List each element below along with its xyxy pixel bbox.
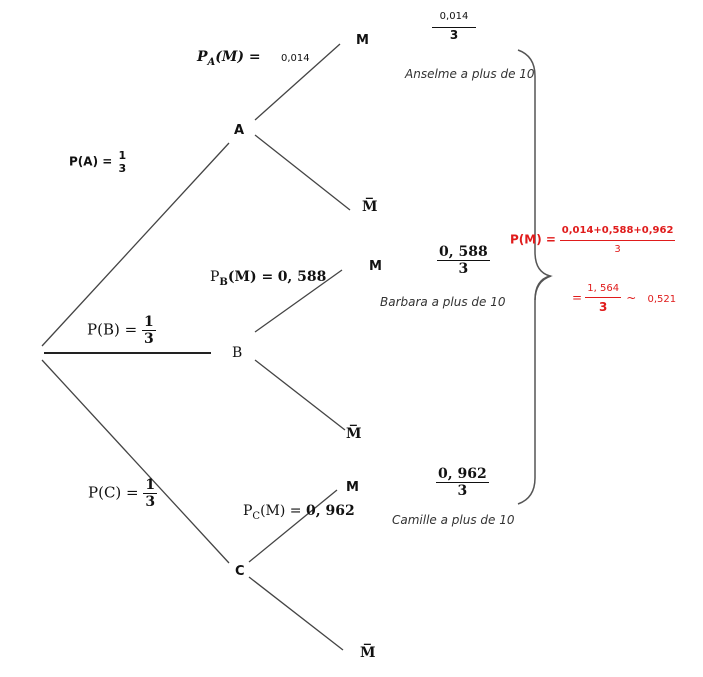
- fraction-denominator: 3: [437, 260, 490, 276]
- label-p-a: P(A) = 1 3: [69, 150, 128, 174]
- pa-m-symbol: P: [197, 49, 208, 65]
- total-fraction-2: 1, 564 3: [585, 283, 622, 313]
- brace-lower: [517, 275, 552, 505]
- pa-m-subscript: A: [207, 56, 216, 68]
- total-result: = 1, 564 3 ~ 0,521: [572, 283, 677, 314]
- node-c: C: [235, 564, 245, 579]
- pb-m-subscript: B: [219, 276, 228, 288]
- node-c-mbar: M̅: [360, 645, 376, 661]
- pa-m-paren: (M) =: [215, 49, 261, 65]
- label-p-b-fraction: 1 3: [141, 314, 156, 347]
- fraction-denominator: 3: [432, 27, 476, 41]
- fraction-numerator: 1: [118, 149, 127, 162]
- node-a-mbar: M̅: [362, 199, 378, 215]
- branch-a-m: [254, 43, 341, 121]
- label-p-a-text: P(A) =: [69, 154, 113, 169]
- branch-root-a: [41, 142, 230, 347]
- total-equals: =: [572, 290, 583, 305]
- node-c-m: M: [346, 480, 359, 495]
- label-p-b: P(B) = 1 3: [87, 315, 156, 346]
- pb-m-paren: (M) =: [227, 269, 274, 285]
- outcome-c-caption: Camille a plus de 10: [392, 513, 515, 527]
- branch-root-c: [41, 359, 230, 564]
- label-p-b-text: P(B) =: [87, 320, 138, 339]
- label-pb-m: PB(M) = 0, 588: [210, 270, 326, 288]
- fraction-denominator: 3: [141, 330, 156, 347]
- fraction-numerator: 0,014: [439, 11, 469, 22]
- label-p-c: P(C) = 1 3: [88, 477, 158, 510]
- total-label: P(M) =: [510, 232, 556, 247]
- outcome-c-fraction: 0, 962 3: [436, 467, 489, 498]
- fraction-numerator: 0, 588: [439, 244, 488, 260]
- brace-upper: [517, 49, 553, 301]
- pc-m-symbol: P: [243, 503, 253, 519]
- total-approx: ~: [626, 290, 637, 305]
- fraction-numerator: 1: [145, 477, 156, 493]
- node-b-m: M: [369, 259, 382, 274]
- pc-m-subscript: C: [252, 510, 261, 522]
- node-b: B: [232, 345, 243, 361]
- label-pa-m: PA(M) =: [197, 50, 261, 68]
- fraction-denominator: 3: [436, 482, 489, 498]
- label-p-a-fraction: 1 3: [116, 150, 128, 174]
- outcome-b-fraction: 0, 588 3: [437, 245, 490, 276]
- fraction-numerator: 0,014+0,588+0,962: [561, 225, 674, 236]
- branch-b-m: [254, 269, 343, 333]
- total-fraction: 0,014+0,588+0,962 3: [559, 225, 676, 255]
- label-pc-m: PC(M) = 0, 962: [243, 504, 355, 522]
- branch-c-m: [248, 489, 338, 563]
- outcome-a-caption: Anselme a plus de 10: [405, 67, 535, 81]
- pc-m-paren: (M) =: [260, 503, 302, 519]
- fraction-denominator: 3: [143, 493, 158, 510]
- branch-c-mbar: [248, 576, 344, 651]
- outcome-a-fraction: 0,014 3: [432, 12, 476, 41]
- value-pa-m: 0,014: [281, 53, 310, 64]
- branch-a-mbar: [254, 134, 351, 211]
- total-value: 0,521: [647, 293, 677, 305]
- fraction-denominator: 3: [559, 240, 676, 255]
- total-formula: P(M) = 0,014+0,588+0,962 3: [510, 225, 676, 255]
- branch-b-mbar: [254, 359, 346, 431]
- fraction-numerator: 1, 564: [587, 283, 620, 294]
- label-p-c-text: P(C) =: [88, 483, 139, 502]
- node-a: A: [234, 123, 245, 138]
- fraction-denominator: 3: [118, 162, 127, 175]
- fraction-numerator: 1: [143, 314, 154, 330]
- node-b-mbar: M̅: [346, 426, 362, 442]
- fraction-numerator: 0, 962: [438, 466, 487, 482]
- label-p-c-fraction: 1 3: [143, 477, 158, 510]
- value-pb-m: 0, 588: [277, 269, 327, 285]
- outcome-b-caption: Barbara a plus de 10: [380, 295, 506, 309]
- fraction-denominator: 3: [585, 297, 622, 313]
- node-a-m: M: [356, 33, 369, 48]
- value-pc-m: 0, 962: [305, 503, 355, 519]
- pb-m-symbol: P: [210, 269, 220, 285]
